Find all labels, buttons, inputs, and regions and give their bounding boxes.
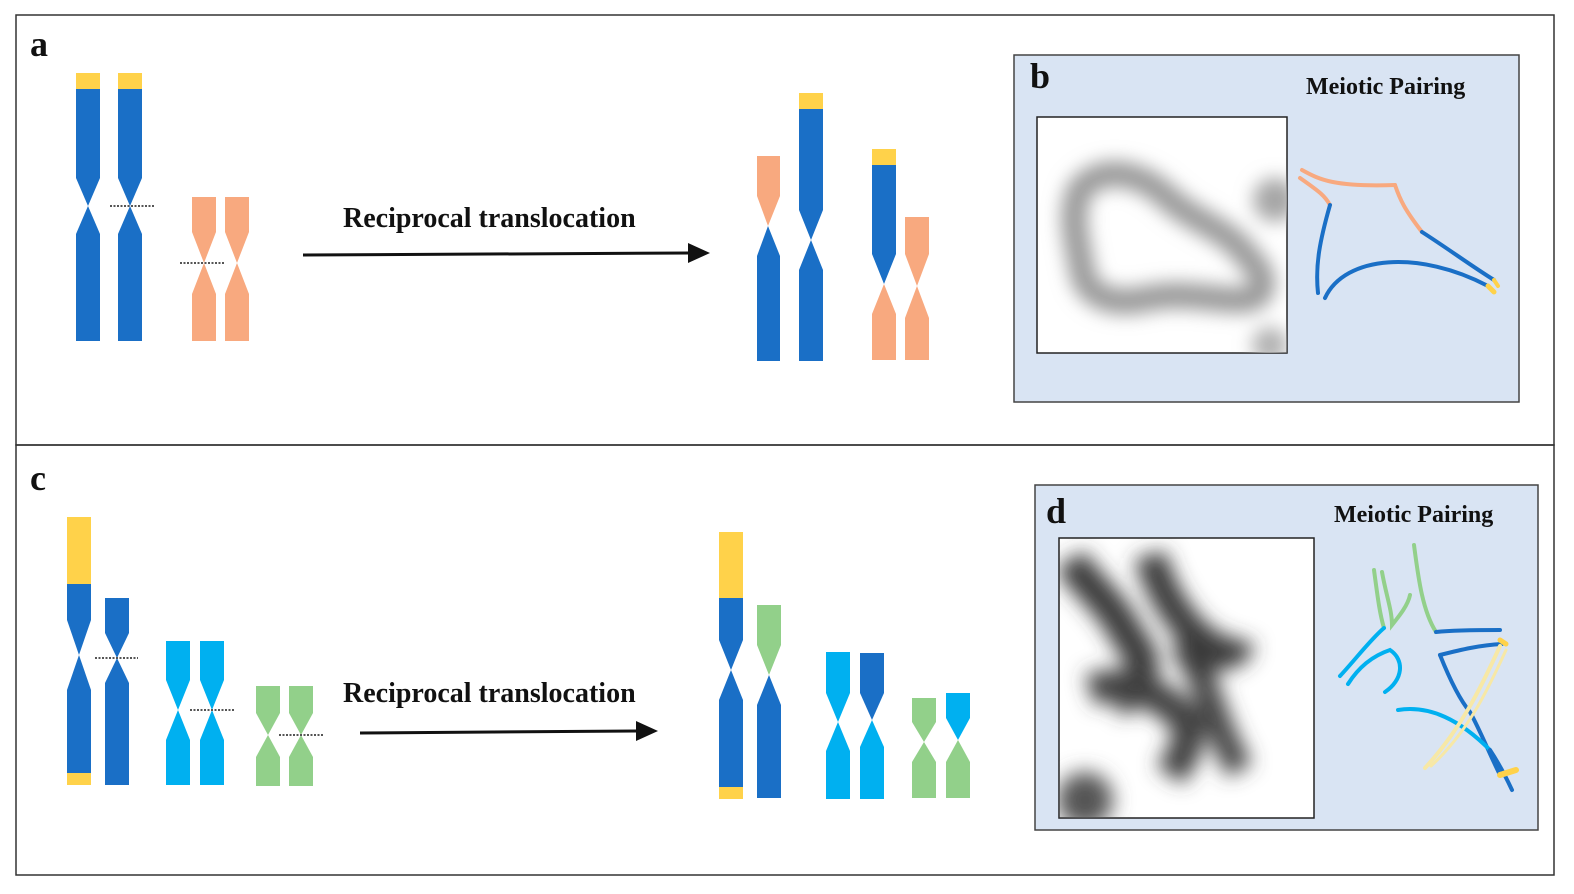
chromosome-cyan-1 [166,641,190,785]
chromosome-cyan-2 [190,641,234,785]
chromosome-blue-long [67,517,91,785]
chromosome-derivative-green-blue [757,605,781,798]
chromosome-group-c-original [67,517,323,786]
chromosome-cyan-normal [826,652,850,799]
chromosome-group-c-translocated [719,532,970,799]
chromosome-salmon-2 [225,197,249,341]
panel-cd-frame [15,444,1555,876]
chromosome-derivative-1 [757,156,780,361]
chromosome-blue-1 [76,73,100,341]
multivalent-diagram-d [1338,543,1519,792]
arrow-a [302,243,710,263]
chromosome-blue-normal [799,93,823,361]
panel-letter-b: b [1030,56,1050,96]
chromosome-green-2 [279,686,323,786]
meiotic-pairing-title-b: Meiotic Pairing [1306,74,1465,100]
panel-letter-a: a [30,24,48,64]
chromosome-derivative-cyan-green [946,693,970,798]
chromosome-salmon-1 [180,197,224,341]
chromosome-group-a-original [76,73,249,341]
chromosome-green-normal [912,698,936,798]
chromosome-blue-long-normal [719,532,743,799]
panel-letter-c: c [30,458,46,498]
chromosome-group-a-translocated [757,93,929,361]
chromosome-blue-short [95,598,138,785]
chromosome-derivative-blue-cyan [860,653,884,799]
chromosome-blue-2 [110,73,154,341]
chromosome-green-1 [256,686,280,786]
chromosome-salmon-normal [905,217,929,360]
meiotic-pairing-title-d: Meiotic Pairing [1334,502,1493,528]
micrograph-b [1036,116,1288,354]
arrow-label-a: Reciprocal translocation [343,203,636,234]
quadrivalent-diagram-b [1298,168,1500,300]
panel-letter-d: d [1046,491,1066,531]
inset-d: d Meiotic Pairing [1034,484,1539,831]
inset-b: b Meiotic Pairing [1013,54,1520,403]
micrograph-d [1058,537,1315,819]
arrow-label-c: Reciprocal translocation [343,678,636,709]
arrow-c [359,721,658,741]
chromosome-derivative-2 [872,149,896,360]
